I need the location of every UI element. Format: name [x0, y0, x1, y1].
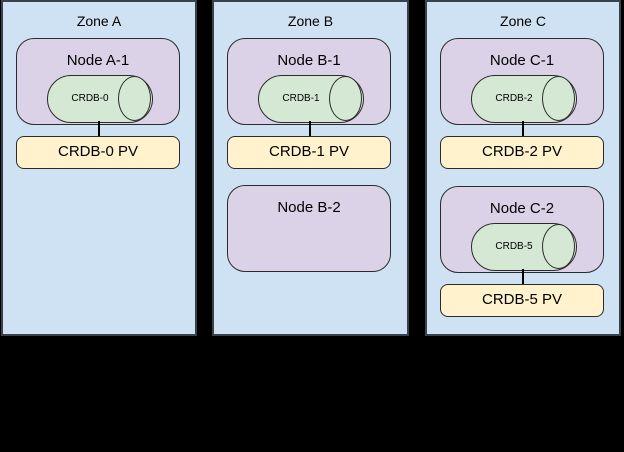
zone-b-container: Zone B Node B-1 CRDB-1 CRDB-1 PV Node B-…	[212, 0, 409, 336]
crdb-0-cylinder: CRDB-0	[47, 75, 153, 123]
zone-b-title: Zone B	[287, 13, 334, 29]
connector-crdb-5-to-pv	[522, 269, 524, 284]
zone-a-container: Zone A Node A-1 CRDB-0 CRDB-0 PV	[1, 0, 197, 336]
node-a1: Node A-1 CRDB-0	[16, 38, 180, 125]
node-b1: Node B-1 CRDB-1	[227, 38, 391, 125]
crdb-1-label: CRDB-1	[282, 93, 320, 104]
crdb-2-label: CRDB-2	[495, 93, 533, 104]
crdb-0-label: CRDB-0	[71, 93, 109, 104]
node-b2: Node B-2	[227, 185, 391, 272]
connector-crdb-2-to-pv	[522, 121, 524, 136]
crdb-5-cylinder-end-ellipse	[542, 224, 575, 269]
node-b1-title: Node B-1	[277, 52, 341, 69]
crdb-5-cylinder: CRDB-5	[471, 223, 577, 271]
crdb-1-pv-box: CRDB-1 PV	[227, 136, 391, 169]
node-a1-title: Node A-1	[66, 52, 130, 69]
connector-crdb-0-to-pv	[98, 121, 100, 136]
crdb-0-cylinder-end-ellipse	[118, 76, 151, 121]
node-c2: Node C-2 CRDB-5	[440, 186, 604, 273]
node-c2-title: Node C-2	[489, 200, 555, 217]
zone-c-title: Zone C	[500, 13, 546, 29]
crdb-2-cylinder: CRDB-2	[471, 75, 577, 123]
crdb-5-pv-box: CRDB-5 PV	[440, 284, 604, 317]
crdb-2-pv-box: CRDB-2 PV	[440, 136, 604, 169]
node-c1-title: Node C-1	[489, 52, 555, 69]
crdb-5-label: CRDB-5	[495, 241, 533, 252]
zone-a-title: Zone A	[76, 13, 122, 29]
zone-c-container: Zone C Node C-1 CRDB-2 CRDB-2 PV Node C-…	[425, 0, 621, 336]
connector-crdb-1-to-pv	[309, 121, 311, 136]
crdb-1-cylinder: CRDB-1	[258, 75, 364, 123]
crdb-0-pv-box: CRDB-0 PV	[16, 136, 180, 169]
node-c1: Node C-1 CRDB-2	[440, 38, 604, 125]
node-b2-title: Node B-2	[277, 199, 341, 216]
crdb-2-cylinder-end-ellipse	[542, 76, 575, 121]
crdb-1-cylinder-end-ellipse	[329, 76, 362, 121]
